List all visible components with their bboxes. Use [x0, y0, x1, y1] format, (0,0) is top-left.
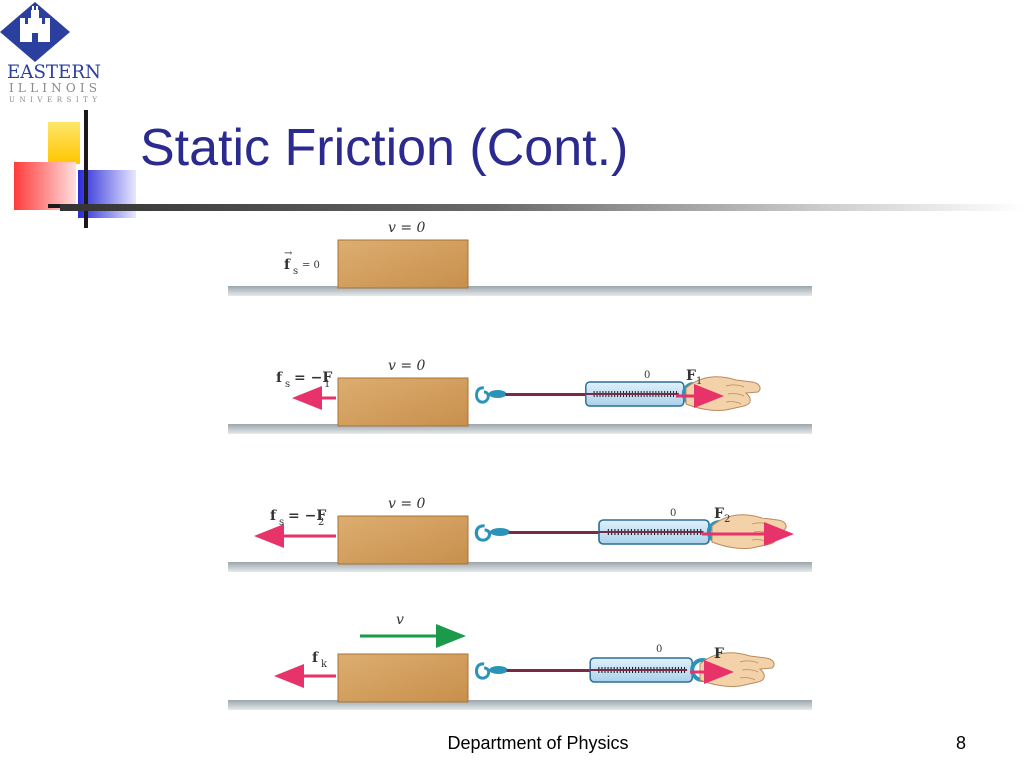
friction-label: f	[276, 370, 283, 386]
friction-equation: = −F	[294, 370, 332, 386]
applied-force-subscript: 2	[724, 514, 730, 525]
friction-subscript: s	[285, 379, 290, 390]
applied-force-subscript: 1	[696, 376, 702, 387]
spring-scale	[477, 382, 704, 406]
spring-scale	[476, 520, 731, 544]
panel-at-rest: v = 0 f s = 0 →	[228, 220, 812, 296]
scale-zero-label: 0	[644, 370, 650, 381]
footer-department: Department of Physics	[447, 733, 629, 753]
velocity-label: v = 0	[388, 220, 426, 236]
red-square	[14, 162, 76, 210]
friction-subscript: k	[321, 659, 328, 670]
spring-scale	[476, 658, 712, 682]
applied-force-label: F	[714, 506, 724, 522]
yellow-square	[48, 122, 80, 164]
panel-larger-pull: v = 0 f s = −F 2 0 F 2	[228, 496, 812, 572]
floor	[228, 424, 812, 434]
friction-equation: = −F	[288, 508, 326, 524]
block	[337, 515, 469, 565]
floor	[228, 700, 812, 710]
block	[337, 653, 469, 703]
vector-arrow-mark: →	[284, 248, 293, 259]
page-number: 8	[955, 733, 966, 753]
friction-subscript: s	[279, 517, 284, 528]
friction-label: f	[270, 508, 277, 524]
block	[337, 239, 469, 289]
logo-name-line2: ILLINOIS	[9, 81, 97, 95]
friction-diagram: v = 0 f s = 0 → v = 0 f s = −F 1 0 F 1 v…	[228, 220, 812, 710]
velocity-label: v = 0	[388, 358, 426, 374]
applied-force-label: F	[714, 646, 724, 662]
university-logo: EASTERN ILLINOIS UNIVERSITY	[0, 2, 101, 104]
scale-zero-label: 0	[656, 644, 662, 655]
velocity-label: v	[396, 612, 404, 628]
floor	[228, 286, 812, 296]
logo-name-line3: UNIVERSITY	[9, 96, 97, 104]
logo-name-line1: EASTERN	[7, 61, 101, 83]
applied-force-label: F	[686, 368, 696, 384]
hand-icon	[699, 652, 775, 688]
scale-zero-label: 0	[670, 508, 676, 519]
panel-small-pull: v = 0 f s = −F 1 0 F 1	[228, 358, 812, 434]
panel-sliding: v f k 0 F	[228, 612, 812, 710]
friction-label: f	[312, 650, 319, 666]
friction-subscript: s	[293, 266, 298, 277]
block	[337, 377, 469, 427]
title-decoration	[14, 110, 150, 228]
friction-equation: = 0	[302, 260, 320, 271]
floor	[228, 562, 812, 572]
friction-label: f	[284, 257, 291, 273]
castle-icon	[20, 6, 50, 42]
title-underline	[60, 204, 1024, 211]
friction-equation-subscript: 1	[324, 379, 330, 390]
velocity-label: v = 0	[388, 496, 426, 512]
crosshair-vertical	[84, 110, 88, 228]
friction-equation-subscript: 2	[318, 517, 324, 528]
slide-title: Static Friction (Cont.)	[140, 119, 629, 177]
